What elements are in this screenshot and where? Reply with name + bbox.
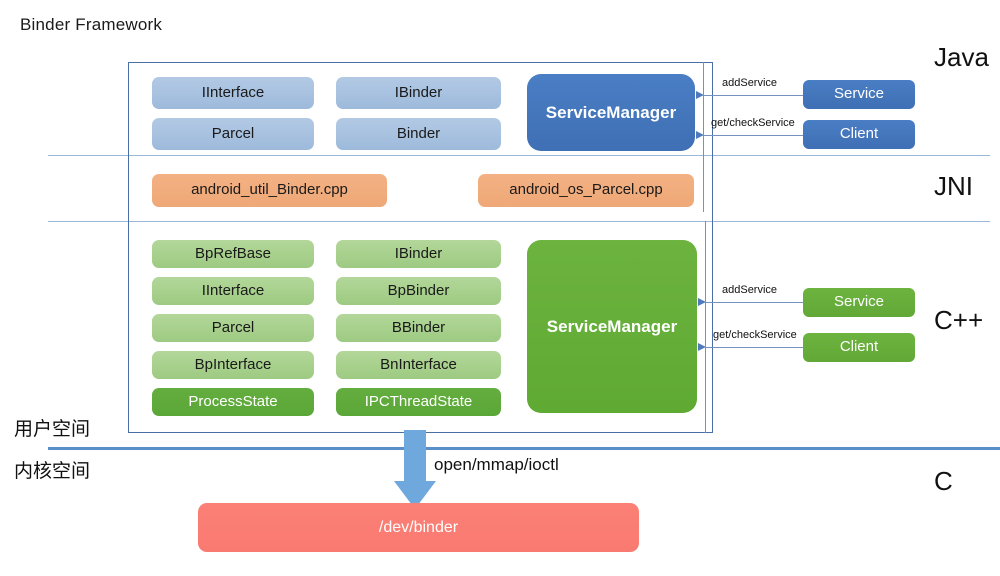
- cpp-chip-bninterface[interactable]: BnInterface: [336, 351, 501, 379]
- java-edge-getservice-line: [703, 135, 803, 136]
- java-actor-service[interactable]: Service: [803, 80, 915, 109]
- cpp-edge-getservice-line: [705, 347, 803, 348]
- cpp-chip-ibinder[interactable]: IBinder: [336, 240, 501, 268]
- cpp-chip-bbinder[interactable]: BBinder: [336, 314, 501, 342]
- cpp-chip-parcel[interactable]: Parcel: [152, 314, 314, 342]
- cpp-chip-ipcthreadstate[interactable]: IPCThreadState: [336, 388, 501, 416]
- java-actor-client[interactable]: Client: [803, 120, 915, 149]
- java-service-manager[interactable]: ServiceManager: [527, 74, 695, 151]
- jni-chip-android-os-parcel[interactable]: android_os_Parcel.cpp: [478, 174, 694, 207]
- cpp-chip-bprefbase[interactable]: BpRefBase: [152, 240, 314, 268]
- cpp-chip-iinterface[interactable]: IInterface: [152, 277, 314, 305]
- syscall-label: open/mmap/ioctl: [434, 455, 559, 474]
- cpp-chip-bpinterface[interactable]: BpInterface: [152, 351, 314, 379]
- kernel-space-label: 内核空间: [14, 460, 91, 482]
- cpp-actor-service[interactable]: Service: [803, 288, 915, 317]
- java-edge-getservice-label: get/checkService: [711, 117, 795, 129]
- layer-label-cpp: C++: [934, 305, 984, 335]
- java-chip-parcel[interactable]: Parcel: [152, 118, 314, 150]
- cpp-actor-client[interactable]: Client: [803, 333, 915, 362]
- jni-chip-android-util-binder[interactable]: android_util_Binder.cpp: [152, 174, 387, 207]
- java-edge-addservice-label: addService: [722, 77, 778, 89]
- cpp-edge-getservice-label: get/checkService: [713, 329, 797, 341]
- cpp-edge-addservice-line: [705, 302, 803, 303]
- user-space-label: 用户空间: [14, 418, 91, 440]
- java-chip-iinterface[interactable]: IInterface: [152, 77, 314, 109]
- divider-jni-cpp: [48, 221, 990, 222]
- kernel-device-binder[interactable]: /dev/binder: [198, 503, 639, 552]
- java-edge-addservice-line: [703, 95, 803, 96]
- page-title: Binder Framework: [20, 15, 163, 34]
- java-chip-ibinder[interactable]: IBinder: [336, 77, 501, 109]
- cpp-connector-rail: [705, 221, 706, 433]
- java-connector-rail: [703, 62, 704, 212]
- cpp-chip-processstate[interactable]: ProcessState: [152, 388, 314, 416]
- syscall-arrow-shaft: [404, 430, 426, 484]
- divider-user-kernel: [48, 447, 1000, 450]
- cpp-chip-bpbinder[interactable]: BpBinder: [336, 277, 501, 305]
- java-chip-binder[interactable]: Binder: [336, 118, 501, 150]
- layer-label-c: C: [934, 466, 953, 496]
- layer-label-jni: JNI: [934, 171, 973, 201]
- layer-label-java: Java: [934, 42, 989, 72]
- cpp-service-manager[interactable]: ServiceManager: [527, 240, 697, 413]
- cpp-edge-addservice-label: addService: [722, 284, 778, 296]
- divider-java-jni: [48, 155, 990, 156]
